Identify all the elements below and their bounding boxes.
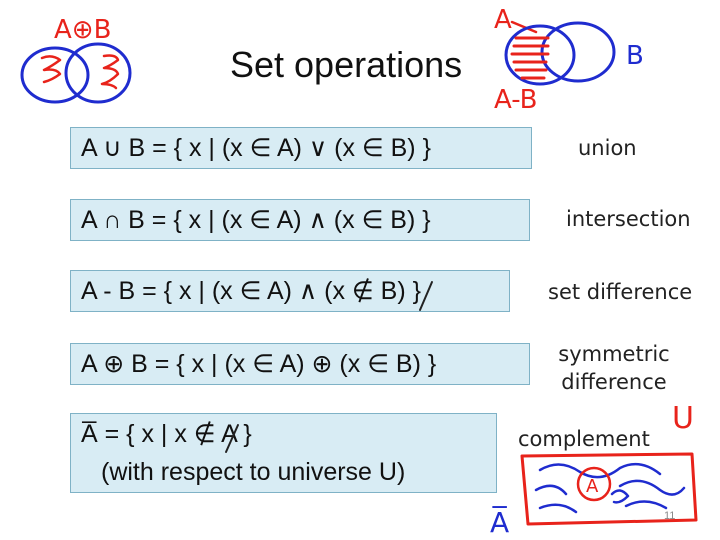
slide-title: Set operations	[230, 44, 463, 85]
symmetric-difference-formula: A ⊕ B = { x | (x ∈ A) ⊕ (x ∈ B) }	[81, 350, 437, 378]
complement-venn-a-label: A	[586, 476, 599, 497]
union-formula: A ∪ B = { x | (x ∈ A) ∨ (x ∈ B) }	[81, 134, 431, 162]
venn-a-circle	[504, 24, 576, 86]
complement-venn-a-circle	[576, 466, 612, 502]
union-label: union	[578, 136, 637, 160]
complement-ink-mark: A̅	[490, 505, 509, 539]
difference-label: set difference	[548, 280, 693, 304]
union-formula-box: A ∪ B = { x | (x ∈ A) ∨ (x ∈ B) }	[70, 127, 532, 169]
venn-left-circle	[20, 46, 90, 104]
complement-label: complement	[518, 427, 650, 451]
difference-formula: A - B = { x | (x ∈ A) ∧ (x ∉ B) }	[81, 277, 421, 305]
top-right-ink-label-a: A	[494, 5, 512, 35]
venn-a-scribble	[510, 36, 550, 80]
symmetric-difference-formula-box: A ⊕ B = { x | (x ∈ A) ⊕ (x ∈ B) }	[70, 343, 530, 385]
arrow-a-to-circle	[510, 20, 538, 34]
complement-formula-note: (with respect to universe U)	[101, 458, 406, 486]
intersection-formula-box: A ∩ B = { x | (x ∈ A) ∧ (x ∈ B) }	[70, 199, 530, 241]
venn-left-scribble	[40, 55, 62, 84]
top-left-ink-label: A⊕B	[54, 15, 111, 45]
symmetric-difference-label: symmetric difference	[558, 342, 670, 394]
top-right-ink-label-b: B	[626, 41, 644, 71]
page-number: 11	[664, 510, 676, 522]
difference-formula-box: A - B = { x | (x ∈ A) ∧ (x ∉ B) }	[70, 270, 510, 312]
venn-right-circle	[64, 42, 132, 104]
complement-formula-box: A̅ = { x | x ∉ A } (with respect to univ…	[70, 413, 497, 493]
venn-right-scribble	[100, 54, 120, 90]
complement-formula: A̅ = { x | x ∉ A }	[81, 420, 252, 448]
intersection-label: intersection	[566, 207, 691, 231]
venn-b-circle	[540, 21, 616, 83]
complement-scribble	[534, 462, 686, 514]
universe-ink-label: U	[672, 401, 694, 436]
top-right-ink-label-diff: A-B	[494, 85, 538, 115]
intersection-formula: A ∩ B = { x | (x ∈ A) ∧ (x ∈ B) }	[81, 206, 431, 234]
